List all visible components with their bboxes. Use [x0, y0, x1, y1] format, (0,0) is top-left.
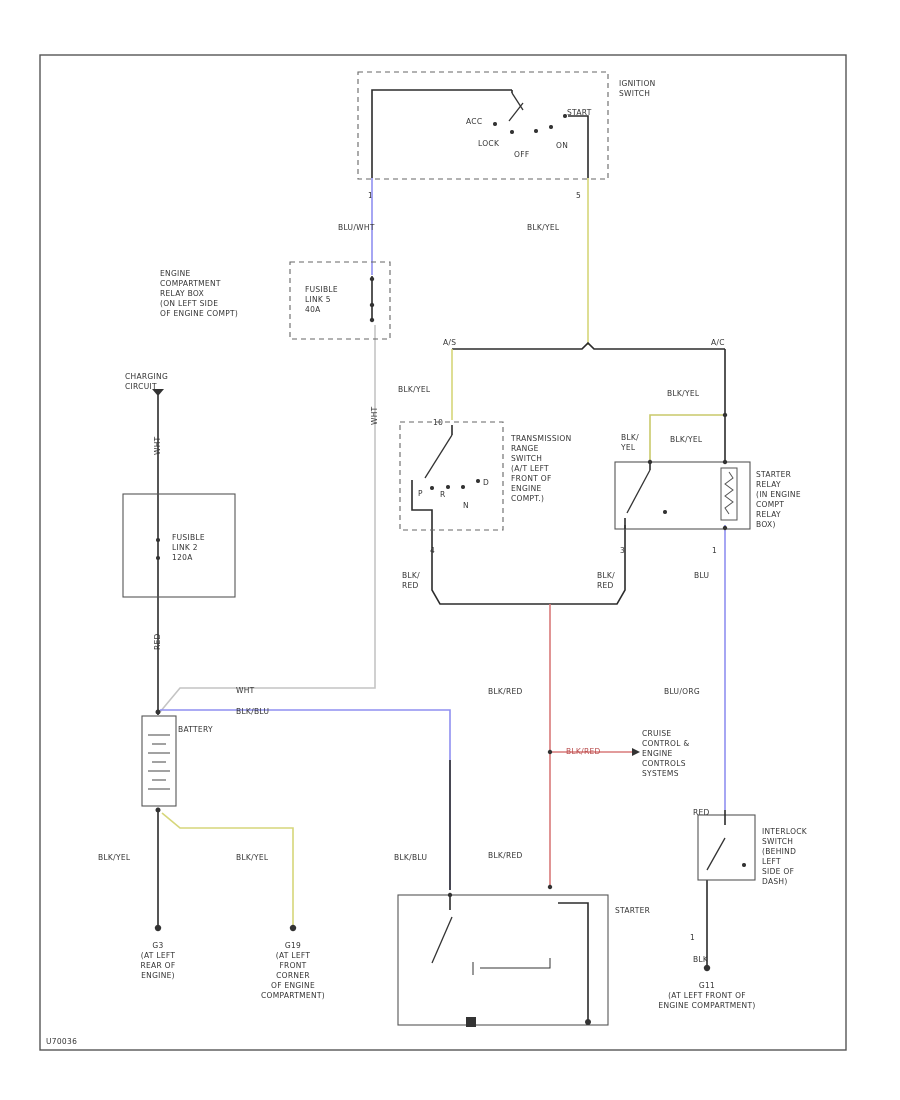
wire-label-blk-blu: BLK/BLU — [394, 853, 427, 862]
battery: BATTERY — [141, 709, 213, 813]
trs-pos-p: P — [418, 489, 423, 498]
ignition-position-labels: ACC LOCK OFF ON START — [466, 108, 592, 159]
wire-label-blk-red-right: BLK/RED — [597, 571, 615, 590]
wire-label-blk-yel-ign: BLK/YEL — [527, 223, 560, 232]
wire-label-wht-charging: WHT — [153, 436, 162, 455]
diagram-border — [39, 54, 847, 1051]
wire-label-blk-red-horizontal: BLK/RED — [566, 747, 601, 756]
ignition-pin-5: 5 — [576, 191, 581, 200]
ignition-pos-on: ON — [556, 141, 568, 150]
wire-label-blk-blu-battery: BLK/BLU — [236, 707, 269, 716]
wire-label-wht-battery: WHT — [236, 686, 255, 695]
trs-pos-d: D — [483, 478, 489, 487]
starter-relay-pin-3: 3 — [620, 546, 625, 555]
wire-label-blk-yel-tr: BLK/YEL — [398, 385, 431, 394]
splice-left-label: A/S — [443, 338, 456, 347]
figure-id: U70036 — [46, 1037, 77, 1046]
wire-label-blk-yel-tr2: BLK/YEL — [620, 433, 639, 452]
wire-label-blk-red-left: BLK/RED — [402, 571, 420, 590]
trs-pin-10: 10 — [433, 418, 443, 427]
wires — [157, 178, 726, 1020]
wire-label-blu-wht: BLU/WHT — [338, 223, 375, 232]
wire-label-wht-link: WHT — [370, 406, 379, 425]
wire-label-blk-red-starter: BLK/RED — [488, 851, 523, 860]
starter: STARTER — [397, 884, 650, 1027]
wire-label-red: RED — [153, 633, 162, 650]
battery-label: BATTERY — [178, 725, 213, 734]
ignition-pos-acc: ACC — [466, 117, 482, 126]
starter-label: STARTER — [615, 906, 650, 915]
wire-label-blk-yel-g3: BLK/YEL — [98, 853, 131, 862]
splice-right-label: A/C — [711, 338, 725, 347]
wire-label-blk-g11: BLK — [693, 955, 709, 964]
ignition-pin-1: 1 — [368, 191, 373, 200]
wire-label-blu: BLU — [694, 571, 709, 580]
ignition-pos-lock: LOCK — [478, 139, 500, 148]
trs-pos-n: N — [463, 501, 469, 510]
wire-labels: BLU/WHT BLK/YEL WHT BLK/YEL BLK/YEL BLK/… — [98, 223, 710, 964]
wire-label-blk-yel-sr1: BLK/YEL — [667, 389, 700, 398]
wire-label-blu-org: BLU/ORG — [664, 687, 700, 696]
interlock-pin-1: 1 — [690, 933, 695, 942]
wire-label-blk-red-vertical: BLK/RED — [488, 687, 523, 696]
wire-label-red-interlock: RED — [693, 808, 710, 817]
ignition-pos-off: OFF — [514, 150, 529, 159]
ignition-pos-start: START — [567, 108, 592, 117]
trs-pos-r: R — [440, 490, 446, 499]
wire-label-blk-yel-g19: BLK/YEL — [236, 853, 269, 862]
wire-label-blk-yel-sr2: BLK/YEL — [670, 435, 703, 444]
starter-relay-pin-1: 1 — [712, 546, 717, 555]
trs-pin-4: 4 — [430, 546, 435, 555]
